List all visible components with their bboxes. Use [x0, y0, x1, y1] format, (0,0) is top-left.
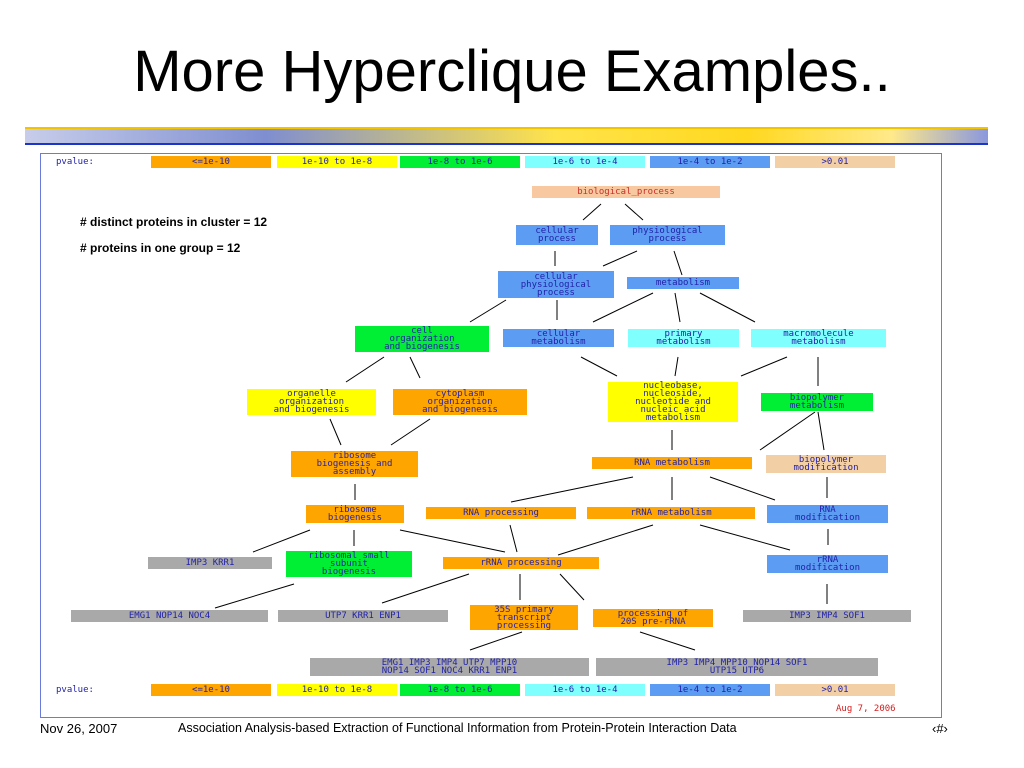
node-biopolymer-modification: biopolymer modification — [766, 455, 886, 473]
node-emg1-nop14-noc4: EMG1 NOP14 NOC4 — [71, 610, 268, 622]
node-rna-metabolism: RNA metabolism — [592, 457, 752, 469]
node-imp3-imp4-sof1: IMP3 IMP4 SOF1 — [743, 610, 911, 622]
node-rrna-metabolism: rRNA metabolism — [587, 507, 755, 519]
node-cellular-metabolism: cellular metabolism — [503, 329, 614, 347]
legend-label-top: pvalue: — [56, 157, 94, 167]
node-utp7-krr1-enp1: UTP7 KRR1 ENP1 — [278, 610, 448, 622]
node-genes-left: EMG1 IMP3 IMP4 UTP7 MPP10 NOP14 SOF1 NOC… — [310, 658, 589, 676]
go-tree-panel — [40, 153, 942, 718]
node-rna-processing: RNA processing — [426, 507, 576, 519]
node-physiological-process: physiological process — [610, 225, 725, 245]
legend-bottom-1e-8-to-1e-6: 1e-8 to 1e-6 — [400, 684, 520, 696]
legend-top-1e-4-to-1e-2: 1e-4 to 1e-2 — [650, 156, 770, 168]
node-35s-primary-transcript: 35S primary transcript processing — [470, 605, 578, 630]
node-cell-organization: cell organization and biogenesis — [355, 326, 489, 352]
node-cytoplasm-organization: cytoplasm organization and biogenesis — [393, 389, 527, 415]
legend-bottom-1e-6-to-1e-4: 1e-6 to 1e-4 — [525, 684, 645, 696]
node-ribosome-biogenesis-assembly: ribosome biogenesis and assembly — [291, 451, 418, 477]
legend-bottom-gt-0.01: >0.01 — [775, 684, 895, 696]
legend-bottom-le-1e-10: <=1e-10 — [151, 684, 271, 696]
node-genes-right: IMP3 IMP4 MPP10 NOP14 SOF1 UTP15 UTP6 — [596, 658, 878, 676]
slide-title: More Hyperclique Examples.. — [133, 39, 891, 104]
node-organelle-organization: organelle organization and biogenesis — [247, 389, 376, 415]
legend-top-le-1e-10: <=1e-10 — [151, 156, 271, 168]
footer-date: Nov 26, 2007 — [40, 721, 118, 736]
node-cellular-process: cellular process — [516, 225, 598, 245]
legend-top-gt-0.01: >0.01 — [775, 156, 895, 168]
legend-top-1e-8-to-1e-6: 1e-8 to 1e-6 — [400, 156, 520, 168]
node-rrna-processing: rRNA processing — [443, 557, 599, 569]
legend-bottom-1e-4-to-1e-2: 1e-4 to 1e-2 — [650, 684, 770, 696]
legend-bottom-1e-10-to-1e-8: 1e-10 to 1e-8 — [277, 684, 397, 696]
node-ribosomal-small-subunit: ribosomal small subunit biogenesis — [286, 551, 412, 577]
note-distinct-proteins: # distinct proteins in cluster = 12 — [80, 215, 268, 229]
node-rna-modification: RNA modification — [767, 505, 888, 523]
legend-top-1e-10-to-1e-8: 1e-10 to 1e-8 — [277, 156, 397, 168]
node-metabolism: metabolism — [627, 277, 739, 289]
node-nucleobase-metabolism: nucleobase, nucleoside, nucleotide and n… — [608, 382, 738, 423]
note-proteins-in-group: # proteins in one group = 12 — [80, 241, 241, 255]
node-biopolymer-metabolism: biopolymer metabolism — [761, 393, 873, 411]
node-ribosome-biogenesis: ribosome biogenesis — [306, 505, 404, 523]
node-rrna-modification: rRNA modification — [767, 555, 888, 573]
node-biological-process: biological_process — [532, 186, 720, 198]
node-processing-20s: processing of 20S pre-rRNA — [593, 609, 713, 627]
node-imp3-krr1: IMP3 KRR1 — [148, 557, 272, 569]
footer-page-number: ‹#› — [932, 721, 948, 736]
node-primary-metabolism: primary metabolism — [628, 329, 739, 347]
legend-top-1e-6-to-1e-4: 1e-6 to 1e-4 — [525, 156, 645, 168]
title-divider — [25, 127, 988, 145]
legend-label-bottom: pvalue: — [56, 685, 94, 695]
footer-caption: Association Analysis-based Extraction of… — [178, 721, 737, 735]
date-stamp: Aug 7, 2006 — [836, 704, 896, 714]
node-macromolecule-metabolism: macromolecule metabolism — [751, 329, 886, 347]
node-cellular-physiological-process: cellular physiological process — [498, 271, 614, 298]
